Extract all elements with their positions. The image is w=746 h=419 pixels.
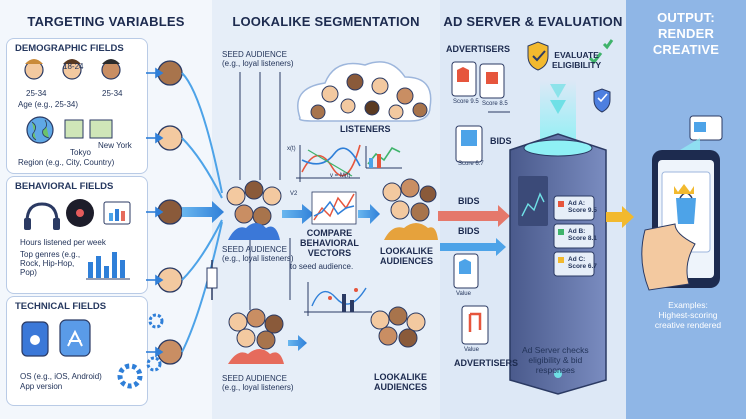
region-globe-icon [26, 116, 54, 144]
slider-decoration [206, 260, 218, 300]
output-phone [641, 150, 720, 291]
checkmark-icons [588, 39, 614, 65]
targeting-title: TARGETING VARIABLES [27, 14, 185, 29]
app-version-label: App version [20, 382, 63, 391]
gear-icon [117, 313, 164, 389]
os-label: OS (e.g., iOS, Android) [20, 372, 102, 381]
eligibility-shield-icon [527, 41, 611, 113]
age-value-3: 25-34 [102, 89, 123, 98]
seed-audience-group-middle [226, 180, 282, 240]
app-store-icon [59, 319, 91, 357]
city-new-york: New York [98, 141, 132, 150]
seed-audience-top: SEED AUDIENCE (e.g., loyal listeners) [222, 50, 294, 68]
value-label-2: Value [464, 347, 479, 353]
vec-label-x: x(t) [287, 146, 296, 152]
output-title: OUTPUT: RENDER CREATIVE [652, 10, 720, 57]
lookalike-group-bottom [370, 306, 426, 348]
region-label: Region (e.g., City, Country) [18, 158, 115, 167]
seed-audience-mid: SEED AUDIENCE (e.g., loyal listeners) [222, 245, 294, 263]
demographic-people-icons [24, 59, 121, 80]
technical-title: TECHNICAL FIELDS [15, 301, 107, 312]
vector-plot [296, 144, 361, 182]
server-checks-label: Ad Server checks eligibility & bid respo… [522, 345, 589, 375]
age-value-2: 18-24 [63, 62, 84, 71]
bids-top-label: BIDS [490, 136, 512, 146]
vector-plot-2 [311, 191, 357, 225]
seed-audience-group-bottom [228, 308, 284, 364]
behavioral-title: BEHAVIORAL FIELDS [15, 181, 114, 192]
demographic-title: DEMOGRAPHIC FIELDS [15, 43, 124, 54]
vec-label-v: v = M(t) [330, 173, 351, 179]
city-tokyo: Tokyo [70, 148, 91, 157]
vinyl-record-icon [66, 199, 94, 227]
seed-audience-bottom: SEED AUDIENCE (e.g., loyal listeners) [222, 374, 294, 392]
ad-b-score: Ad B: Score 8.1 [568, 228, 597, 242]
compare-vectors-label: COMPARE BEHAVIORAL VECTORS [300, 228, 359, 258]
advertisers-top-label: ADVERTISERS [446, 44, 511, 54]
value-label-1: Value [456, 291, 471, 297]
advertiser-cards-top [451, 61, 505, 163]
genres-label: Top genres (e.g., Rock, Hip-Hop, Pop) [20, 250, 81, 277]
scatter-plot-bottom [304, 282, 372, 316]
compare-subtitle: to seed audience. [290, 262, 354, 271]
lookalike-title: LOOKALIKE SEGMENTATION [232, 14, 420, 29]
ios-device-icon [21, 321, 49, 357]
age-value-1: 25-34 [26, 89, 47, 98]
bids-mid-label: BIDS [458, 196, 480, 206]
mini-line-chart [365, 146, 402, 169]
lookalike-audiences-bottom: LOOKALIKE AUDIENCES [374, 372, 428, 392]
ad-server-tower [509, 133, 607, 395]
adserver-title: AD SERVER & EVALUATION [443, 14, 623, 29]
advertiser-cards-bottom [453, 253, 489, 345]
ad-a-score: Ad A: Score 9.5 [568, 200, 597, 214]
listeners-label: LISTENERS [340, 124, 391, 134]
listeners-cloud [297, 61, 432, 122]
vec-label-v2: V2 [290, 191, 298, 197]
hours-label: Hours listened per week [20, 238, 106, 247]
headphones-icon [24, 202, 60, 230]
evaluate-eligibility-label: EVALUATE ELIGIBILITY [552, 50, 602, 70]
advertisers-bottom-label: ADVERTISERS [454, 358, 519, 368]
ad-c-score: Ad C: Score 6.7 [568, 256, 597, 270]
age-label: Age (e.g., 25-34) [18, 100, 79, 109]
panel1-people-column [157, 60, 183, 365]
score-3: Score 6.7 [458, 161, 484, 167]
genre-bars [86, 252, 130, 280]
score-1: Score 9.5 [453, 99, 479, 105]
output-examples-label: Examples: Highest-scoring creative rende… [654, 300, 722, 330]
lookalike-group-middle [382, 178, 438, 240]
lookalike-audiences-mid: LOOKALIKE AUDIENCES [380, 246, 434, 266]
score-2: Score 8.5 [482, 101, 508, 107]
bids-low-label: BIDS [458, 226, 480, 236]
